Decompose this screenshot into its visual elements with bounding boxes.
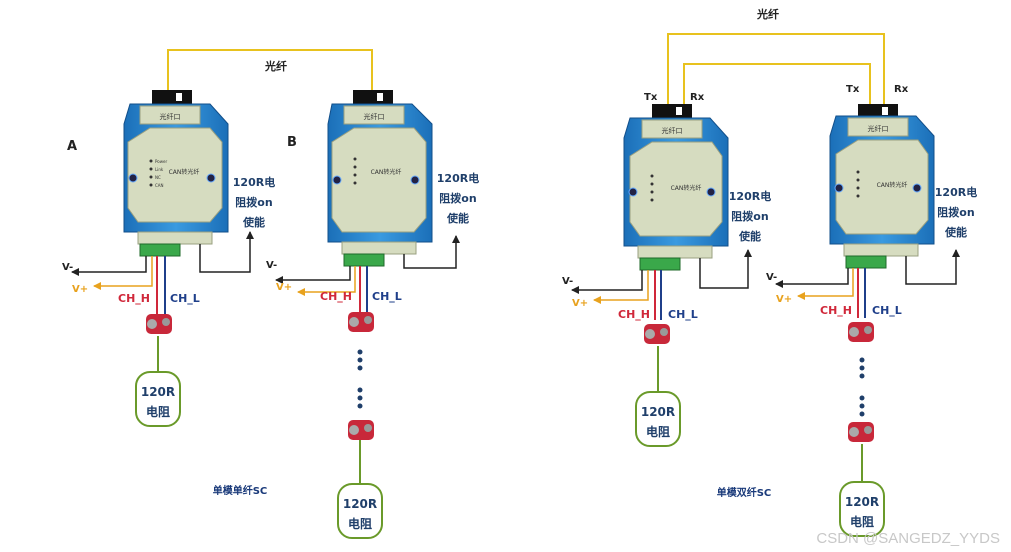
resistor-note-line1: 120R电 bbox=[437, 171, 479, 185]
wiring-a bbox=[71, 231, 254, 372]
led-label-power: Power bbox=[155, 159, 167, 164]
ch-h-c: CH_H bbox=[618, 308, 650, 321]
resistor-note-line3: 使能 bbox=[944, 225, 967, 239]
ch-h-b: CH_H bbox=[320, 290, 352, 303]
rx-label-d: Rx bbox=[894, 84, 909, 95]
terminator-label-b: 120R 电阻 bbox=[343, 497, 377, 531]
terminator-label-c: 120R 电阻 bbox=[641, 405, 675, 439]
resistor-note-line1: 120R电 bbox=[233, 175, 275, 189]
v-pos-d: V+ bbox=[776, 294, 792, 305]
terminator-label-d: 120R 电阻 bbox=[845, 495, 879, 529]
ch-l-d: CH_L bbox=[872, 304, 902, 317]
module-text-c: CAN转光纤 bbox=[671, 184, 702, 192]
led-label-nc: NC bbox=[155, 175, 161, 180]
module-b bbox=[327, 90, 433, 267]
port-label-d: 光纤口 bbox=[868, 124, 889, 133]
resistor-note-line3: 使能 bbox=[446, 211, 469, 225]
wiring-d bbox=[775, 249, 960, 482]
resistor-note-line1: 120R电 bbox=[935, 185, 977, 199]
module-text-a: CAN转光纤 bbox=[169, 168, 200, 176]
terminator-box-a bbox=[135, 371, 181, 427]
fiber-dual-lines bbox=[667, 33, 885, 108]
ch-l-a: CH_L bbox=[170, 292, 200, 305]
node-label-b: B bbox=[287, 135, 297, 150]
resistor-note-line2: 阻拨on bbox=[439, 191, 476, 205]
module-text-b: CAN转光纤 bbox=[371, 168, 402, 176]
resistor-note-line2: 阻拨on bbox=[937, 205, 974, 219]
v-neg-c: V- bbox=[562, 276, 573, 287]
caption-single-fiber: 单模单纤SC bbox=[213, 484, 268, 497]
resistor-note-line1: 120R电 bbox=[729, 189, 771, 203]
ch-l-b: CH_L bbox=[372, 290, 402, 303]
resistor-note-d: 120R电 阻拨on 使能 bbox=[935, 185, 977, 239]
v-pos-c: V+ bbox=[572, 298, 588, 309]
connector-b-2 bbox=[348, 420, 374, 440]
connector-d-2 bbox=[848, 422, 874, 442]
terminator-unit: 电阻 bbox=[646, 424, 670, 439]
rx-label-c: Rx bbox=[690, 92, 705, 103]
terminator-box-c bbox=[635, 391, 681, 447]
fiber-label-single: 光纤 bbox=[264, 59, 287, 73]
tx-label-c: Tx bbox=[644, 92, 658, 103]
continuation-dots-b bbox=[357, 349, 363, 409]
resistor-note-line2: 阻拨on bbox=[235, 195, 272, 209]
module-c bbox=[623, 104, 729, 271]
terminator-value: 120R bbox=[845, 495, 879, 509]
port-label-a: 光纤口 bbox=[160, 112, 181, 121]
caption-dual-fiber: 单模双纤SC bbox=[717, 486, 772, 499]
module-text-d: CAN转光纤 bbox=[877, 181, 908, 189]
module-a bbox=[123, 90, 229, 257]
terminator-unit: 电阻 bbox=[348, 516, 372, 531]
terminator-unit: 电阻 bbox=[850, 514, 874, 529]
resistor-note-line3: 使能 bbox=[738, 229, 761, 243]
terminator-label-a: 120R 电阻 bbox=[141, 385, 175, 419]
terminator-unit: 电阻 bbox=[146, 404, 170, 419]
resistor-note-c: 120R电 阻拨on 使能 bbox=[729, 189, 771, 243]
ch-h-a: CH_H bbox=[118, 292, 150, 305]
port-label-c: 光纤口 bbox=[662, 126, 683, 135]
connector-a-1 bbox=[146, 314, 172, 334]
terminator-value: 120R bbox=[141, 385, 175, 399]
connector-c-1 bbox=[644, 324, 670, 344]
terminator-value: 120R bbox=[343, 497, 377, 511]
module-d bbox=[829, 104, 935, 269]
led-label-link: Link bbox=[155, 167, 164, 172]
resistor-note-line2: 阻拨on bbox=[731, 209, 768, 223]
resistor-note-line3: 使能 bbox=[242, 215, 265, 229]
fiber-single-line bbox=[167, 49, 373, 95]
fiber-label-dual: 光纤 bbox=[756, 7, 779, 21]
v-neg-b: V- bbox=[266, 260, 277, 271]
v-neg-d: V- bbox=[766, 272, 777, 283]
node-label-a: A bbox=[67, 139, 77, 154]
connector-d-1 bbox=[848, 322, 874, 342]
wiring-c bbox=[571, 249, 752, 392]
v-neg-a: V- bbox=[62, 262, 73, 273]
resistor-note-a: 120R电 阻拨on 使能 bbox=[233, 175, 275, 229]
ch-h-d: CH_H bbox=[820, 304, 852, 317]
terminator-box-d bbox=[839, 481, 885, 537]
wiring-b bbox=[275, 235, 460, 484]
v-pos-b: V+ bbox=[276, 282, 292, 293]
ch-l-c: CH_L bbox=[668, 308, 698, 321]
resistor-note-b: 120R电 阻拨on 使能 bbox=[437, 171, 479, 225]
tx-label-d: Tx bbox=[846, 84, 860, 95]
continuation-dots-d bbox=[859, 357, 865, 417]
led-label-can: CAN bbox=[155, 183, 164, 188]
watermark: CSDN @SANGEDZ_YYDS bbox=[816, 530, 1000, 547]
terminator-value: 120R bbox=[641, 405, 675, 419]
terminator-box-b bbox=[337, 483, 383, 539]
connector-b-1 bbox=[348, 312, 374, 332]
port-label-b: 光纤口 bbox=[364, 112, 385, 121]
v-pos-a: V+ bbox=[72, 284, 88, 295]
